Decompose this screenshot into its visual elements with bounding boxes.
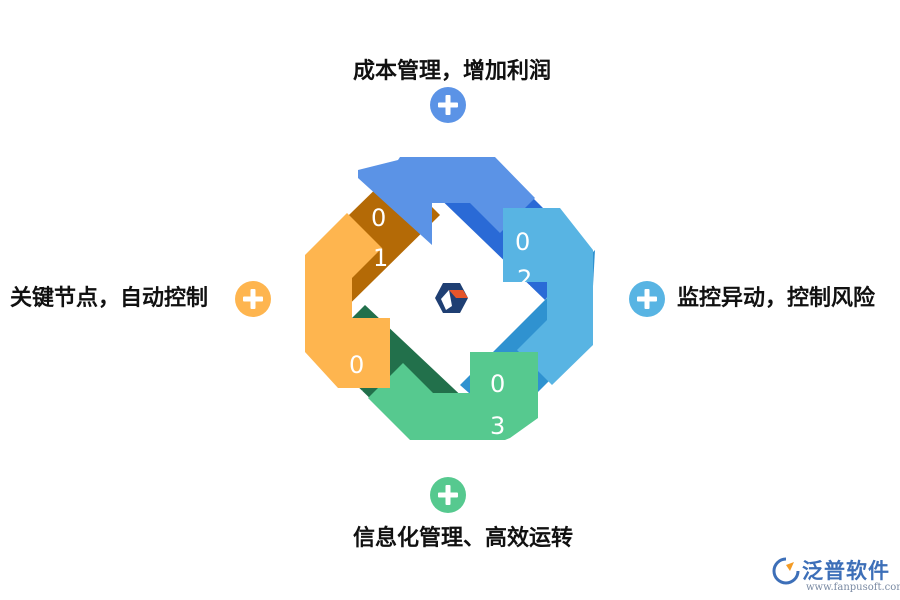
plus-circle-icon bbox=[430, 87, 466, 123]
label-left: 关键节点，自动控制 bbox=[10, 286, 209, 311]
step-number-bottom-right-1: 0 bbox=[490, 370, 505, 398]
watermark-brand: 泛普软件 bbox=[802, 559, 890, 583]
step-number-top-right-2: 2 bbox=[517, 265, 532, 293]
plus-circle-icon bbox=[430, 477, 466, 513]
plus-circle-icon bbox=[629, 281, 665, 317]
step-number-top-right-1: 0 bbox=[515, 228, 530, 256]
step-number-bottom-left-2: 4 bbox=[351, 386, 366, 414]
label-right: 监控异动，控制风险 bbox=[677, 286, 876, 311]
step-number-bottom-right-2: 3 bbox=[490, 412, 505, 440]
label-top: 成本管理，增加利润 bbox=[353, 59, 552, 84]
green-arrow bbox=[368, 352, 538, 440]
cyan-arrow bbox=[503, 208, 593, 385]
watermark-url: www.fanpusoft.com bbox=[806, 582, 900, 593]
step-number-bottom-left-1: 0 bbox=[349, 351, 364, 379]
orange-arrow bbox=[305, 213, 390, 388]
brand-watermark: 泛普软件 www.fanpusoft.com bbox=[770, 555, 900, 597]
plus-circle-icon bbox=[235, 281, 271, 317]
step-number-top-left-1: 0 bbox=[371, 204, 386, 232]
brand-logo-icon bbox=[772, 557, 800, 585]
step-number-top-left-2: 1 bbox=[373, 244, 388, 272]
label-bottom: 信息化管理、高效运转 bbox=[353, 526, 574, 551]
blue-arrow bbox=[358, 157, 535, 245]
hexagon-logo-icon bbox=[435, 283, 468, 313]
